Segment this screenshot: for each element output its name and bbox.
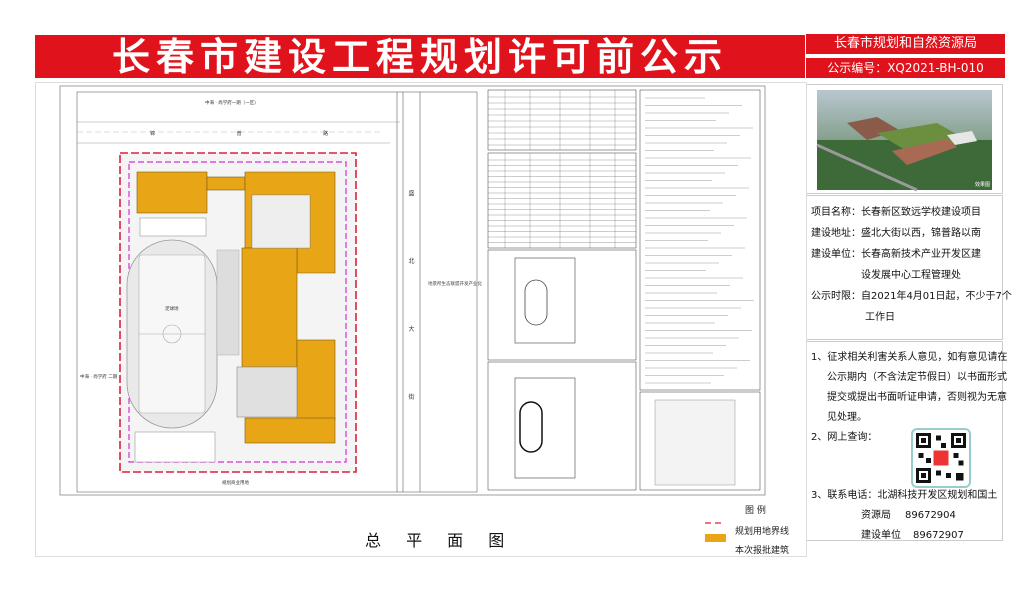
data-tables xyxy=(487,89,761,491)
project-info-panel: 项目名称：长春新区致远学校建设项目 建设地址：盛北大街以西，锦普路以南 建设单位… xyxy=(806,195,1012,340)
legend: 图 例 规划用地界线 本次报批建筑 xyxy=(705,503,789,562)
location-map xyxy=(654,399,736,486)
planned-buildings xyxy=(136,171,336,444)
notice-number: 公示编号：XQ2021-BH-010 xyxy=(806,58,1005,78)
contact-org: 资源局 xyxy=(861,510,891,521)
building-c xyxy=(241,247,298,368)
legend-boundary-label: 规划用地界线 xyxy=(735,527,790,537)
south-neighbor-label: 规划商业用地 xyxy=(222,479,249,486)
road-east-label: 盛 北 大 街 xyxy=(407,190,414,430)
note-3: 3、联系电话：北湖科技开发区规划和国土 xyxy=(811,490,998,501)
period-line2: 工作日 xyxy=(865,312,895,323)
address-label: 建设地址： xyxy=(811,228,861,239)
project-name: 长春新区致远学校建设项目 xyxy=(861,207,981,218)
building-connector xyxy=(206,176,246,191)
aerial-rendering-image: 效果图 xyxy=(816,90,992,192)
note-1-line3: 提交或提出书面听证申请，否则视为无意 xyxy=(827,392,1007,403)
note-1-line4: 见处理。 xyxy=(827,412,867,423)
page-title: 长春市建设工程规划许可前公示 xyxy=(35,35,805,78)
road-north-label: 锦 普 路 xyxy=(150,130,368,137)
builder-line1: 长春高新技术产业开发区建 xyxy=(861,249,981,260)
note-1-line1: 1、征求相关利害关系人意见，如有意见请在 xyxy=(811,352,1008,363)
rendering-caption: 效果图 xyxy=(975,181,990,188)
north-neighbor-label: 中海 · 尚学府一期（一区） xyxy=(205,99,259,106)
period-line1: 自2021年4月01日起，不少于7个 xyxy=(861,291,1012,302)
authority-label: 长春市规划和自然资源局 xyxy=(806,34,1005,54)
west-neighbor-label: 中海 · 尚学府 二期 xyxy=(80,373,118,380)
south-courts xyxy=(134,431,216,463)
contact-phone-2: 89672907 xyxy=(913,530,964,541)
contact-org-2: 建设单位 xyxy=(861,530,901,541)
notes-panel: 1、征求相关利害关系人意见，如有意见请在 公示期内（不含法定节假日）以书面形式 … xyxy=(806,341,1008,541)
rendering-panel: 效果图 xyxy=(806,84,1003,194)
note-1-line2: 公示期内（不含法定节假日）以书面形式 xyxy=(827,372,1007,383)
field-label: 足球场 xyxy=(165,305,179,312)
legend-building-label: 本次报批建筑 xyxy=(735,546,790,556)
building-d xyxy=(296,339,336,421)
legend-title: 图 例 xyxy=(745,506,766,516)
contact-phone-1: 89672904 xyxy=(905,510,956,521)
site-plan-title: 总 平 面 图 xyxy=(365,531,515,550)
period-label: 公示时限： xyxy=(811,291,861,302)
basketball-court xyxy=(139,217,207,237)
address: 盛北大街以西，锦普路以南 xyxy=(861,228,981,239)
builder-label: 建设单位： xyxy=(811,249,861,260)
building-a xyxy=(136,171,208,214)
qr-code[interactable] xyxy=(910,428,971,488)
building-e xyxy=(244,417,336,444)
builder-line2: 设发展中心工程管理处 xyxy=(861,270,961,281)
gymnasium xyxy=(236,366,298,418)
note-2: 2、网上查询： xyxy=(811,432,878,443)
middle-strip-label: 地景所生态联盟开发产业化 xyxy=(428,280,482,287)
project-name-label: 项目名称： xyxy=(811,207,861,218)
